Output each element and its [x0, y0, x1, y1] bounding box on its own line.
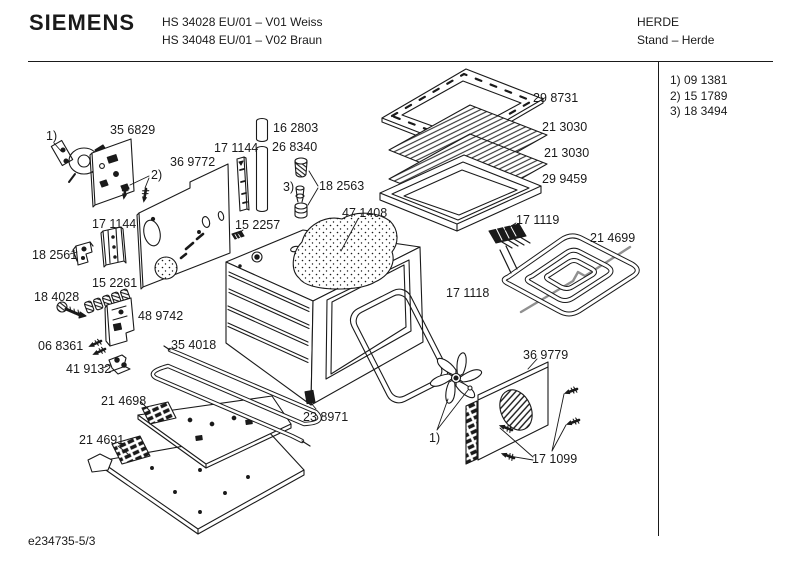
- part-label: 16 2803: [273, 121, 319, 135]
- part-label: 35 6829: [110, 123, 156, 137]
- part-grill-element: [499, 236, 637, 314]
- model-block: HS 34028 EU/01 – V01 Weiss HS 34048 EU/0…: [162, 13, 323, 49]
- part-label: 21 3030: [542, 120, 588, 134]
- part-label: 21 4699: [590, 231, 636, 245]
- part-label: 17 1144: [214, 141, 259, 155]
- part-tube-short: [255, 117, 269, 143]
- part-bolt: [56, 301, 87, 319]
- part-middle-panel: [137, 395, 292, 469]
- part-label: 17 1144: [92, 217, 137, 231]
- category-block: HERDE Stand – Herde: [637, 13, 714, 49]
- rating-label-patch: [304, 389, 316, 405]
- part-grommet-set: [294, 157, 308, 219]
- part-insulation-fleece: [292, 212, 398, 290]
- part-label: 36 9772: [170, 155, 216, 169]
- part-bracket-large: [104, 297, 135, 347]
- part-label: 21 3030: [544, 146, 590, 160]
- part-bracket-small: [72, 241, 94, 266]
- part-tube-long: [255, 145, 269, 213]
- part-clip: [231, 230, 245, 240]
- model-line-1: HS 34028 EU/01 – V01 Weiss: [162, 15, 323, 29]
- part-label: 15 2261: [92, 276, 138, 290]
- part-screws-pair: [85, 336, 108, 359]
- part-label: 1): [46, 129, 58, 143]
- document-number: e234735-5/3: [28, 534, 96, 548]
- part-lower-element: [153, 345, 320, 447]
- brand-logo: SIEMENS: [29, 10, 136, 35]
- part-label: 17 1119: [516, 213, 560, 227]
- leader-lines: [53, 142, 567, 461]
- part-label: 29 8731: [533, 91, 579, 105]
- legend-divider: [658, 62, 659, 536]
- part-terminal-row: [84, 288, 131, 314]
- part-label: 17 1118: [446, 286, 490, 300]
- part-label: 41 9132: [66, 362, 112, 376]
- part-label: 18 4028: [34, 290, 80, 304]
- part-label: 21 4691: [79, 433, 125, 447]
- part-label: 23 8971: [303, 410, 349, 424]
- header-divider: [28, 61, 773, 62]
- part-mounting-plate: [89, 138, 135, 208]
- part-label: 3): [283, 180, 295, 194]
- part-label: 47 1408: [342, 206, 388, 220]
- part-hinge-bracket: [108, 354, 131, 375]
- category-status: Stand – Herde: [637, 33, 715, 47]
- part-door-seal: [349, 288, 449, 404]
- part-label: 29 9459: [542, 172, 588, 186]
- legend-item: 3) 18 3494: [670, 104, 728, 118]
- part-label: 18 2563: [319, 179, 365, 193]
- part-label: 17 1099: [532, 452, 578, 466]
- part-label: 21 4698: [101, 394, 147, 408]
- category-title: HERDE: [637, 15, 680, 29]
- part-rear-panel: [136, 163, 231, 290]
- legend-item: 2) 15 1789: [670, 88, 728, 103]
- part-rear-cover: [465, 361, 549, 465]
- part-label: 48 9742: [138, 309, 184, 323]
- part-label: 15 2257: [235, 218, 281, 232]
- part-label: 1): [429, 431, 441, 445]
- part-side-strip-lower: [100, 226, 127, 268]
- part-label: 36 9779: [523, 348, 569, 362]
- part-label: 35 4018: [171, 338, 217, 352]
- part-label: 2): [151, 168, 163, 182]
- part-deep-pan: [379, 154, 542, 232]
- part-connector-block: [488, 223, 531, 249]
- part-side-strip-upper: [236, 156, 250, 212]
- legend-item: 1) 09 1381: [670, 73, 728, 87]
- part-label: 06 8361: [38, 339, 84, 353]
- part-label: 18 2561: [32, 248, 78, 262]
- part-label: 26 8340: [272, 140, 318, 154]
- model-line-2: HS 34048 EU/01 – V02 Braun: [162, 33, 323, 47]
- part-fan-wheel: [429, 351, 483, 405]
